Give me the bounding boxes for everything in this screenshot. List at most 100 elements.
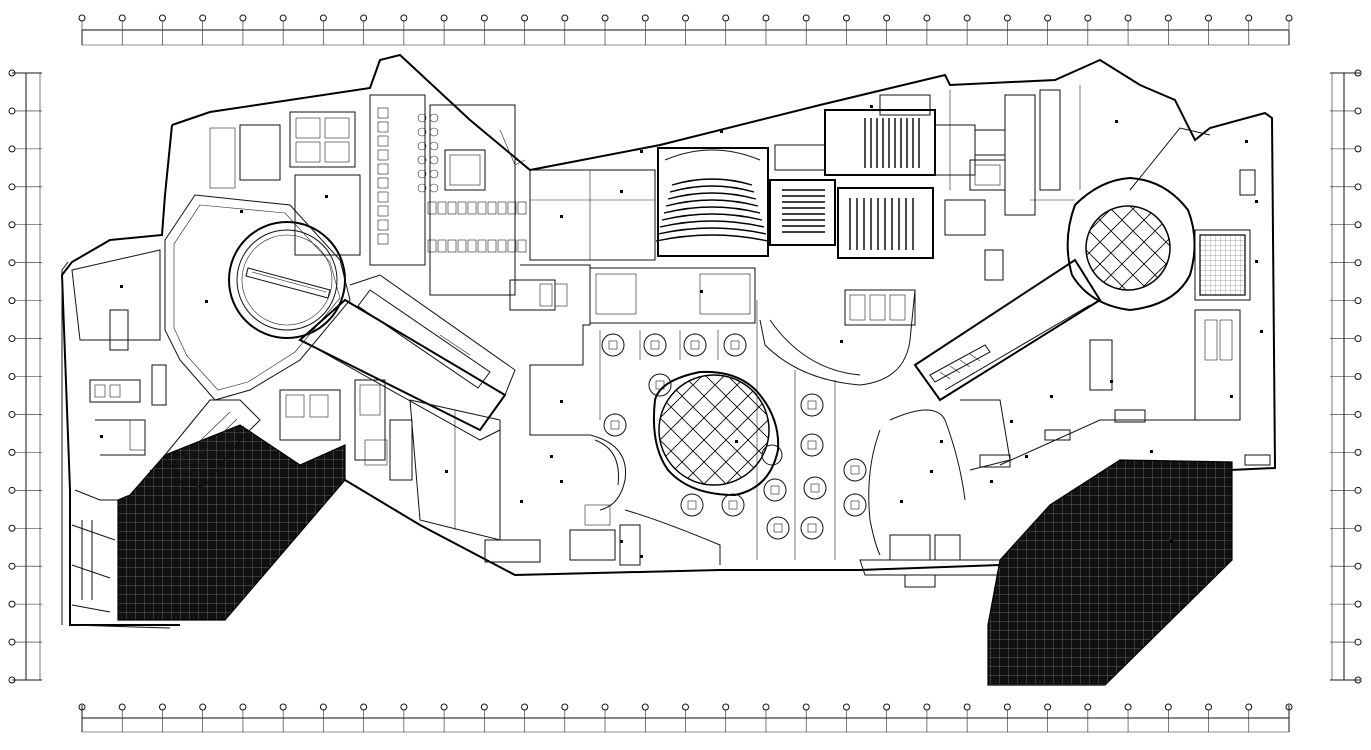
grid-bubble bbox=[1354, 410, 1362, 418]
grid-bubble bbox=[1354, 373, 1362, 380]
grid-bubble bbox=[1354, 221, 1362, 229]
grid-bubble bbox=[360, 14, 368, 22]
upper-left-fixture-grid bbox=[377, 107, 527, 253]
grid-bubble bbox=[1245, 703, 1253, 711]
grid-bubble bbox=[682, 703, 689, 711]
grid-bubble bbox=[1354, 259, 1362, 267]
grid-bubble bbox=[8, 638, 16, 646]
grid-bubble bbox=[601, 14, 609, 22]
left-rotunda bbox=[228, 221, 346, 339]
grid-bubble bbox=[682, 14, 689, 22]
right-diagonal-ramp bbox=[913, 258, 1195, 471]
grid-bubble bbox=[8, 259, 16, 267]
grid-bubble bbox=[842, 14, 850, 22]
grid-bubble bbox=[400, 703, 408, 711]
central-rooms bbox=[509, 169, 756, 436]
grid-bubble bbox=[923, 14, 931, 22]
grid-bubble bbox=[1084, 703, 1092, 711]
grid-bubble bbox=[8, 221, 16, 229]
grid-bubble bbox=[1354, 145, 1362, 153]
grid-bubble bbox=[360, 703, 368, 711]
grid-bubble bbox=[1354, 600, 1362, 608]
upper-left-rooms bbox=[209, 94, 526, 296]
bottom-grid-bubbles bbox=[78, 703, 1293, 732]
grid-bubble bbox=[118, 14, 126, 22]
right-rotunda bbox=[1066, 176, 1196, 312]
grid-bubble bbox=[8, 107, 16, 115]
grid-bubble bbox=[440, 703, 448, 711]
grid-bubble bbox=[802, 14, 810, 22]
grid-bubble bbox=[158, 14, 166, 22]
left-octagon-wall bbox=[164, 194, 351, 401]
grid-bubble bbox=[1245, 14, 1253, 22]
grid-bubble bbox=[601, 703, 609, 711]
grid-bubble bbox=[963, 14, 971, 22]
grid-bubble bbox=[762, 14, 770, 22]
grid-bubble bbox=[1354, 638, 1362, 646]
grid-bubble bbox=[521, 14, 529, 22]
top-grid-bubbles bbox=[78, 14, 1293, 45]
grid-bubble bbox=[1285, 14, 1293, 22]
grid-bubble bbox=[239, 703, 247, 711]
grid-bubble bbox=[883, 703, 891, 711]
grid-bubble bbox=[480, 14, 488, 22]
grid-bubble bbox=[762, 703, 770, 711]
grid-bubble bbox=[1205, 14, 1213, 22]
grid-bubble bbox=[279, 703, 287, 711]
building-outline bbox=[60, 53, 1277, 629]
grid-bubble bbox=[561, 14, 569, 22]
grid-bubble bbox=[923, 703, 931, 711]
grid-bubble bbox=[1354, 107, 1362, 115]
grid-bubble bbox=[1124, 14, 1132, 22]
grid-bubble bbox=[118, 703, 126, 711]
grid-bubble bbox=[1003, 703, 1011, 711]
grid-bubble bbox=[1354, 448, 1362, 456]
grid-bubble bbox=[1354, 335, 1362, 343]
grid-bubble bbox=[802, 703, 810, 711]
left-core-stairs bbox=[164, 379, 413, 491]
grid-bubble bbox=[883, 14, 891, 22]
grid-bubble bbox=[963, 703, 971, 711]
grid-bubble bbox=[641, 703, 649, 711]
grid-bubble bbox=[158, 703, 166, 711]
grid-bubble bbox=[8, 145, 16, 153]
upper-right-center-rooms bbox=[879, 89, 1061, 236]
grid-bubble bbox=[8, 335, 16, 343]
grid-bubble bbox=[1164, 703, 1172, 711]
grid-bubble bbox=[1044, 703, 1052, 711]
grid-bubble bbox=[1354, 562, 1362, 570]
grid-bubble bbox=[8, 600, 16, 608]
grid-bubble bbox=[1354, 486, 1362, 494]
grid-bubble bbox=[480, 703, 488, 711]
grid-bubble bbox=[1084, 14, 1092, 22]
grid-bubble bbox=[842, 703, 850, 711]
far-right-rooms bbox=[979, 85, 1271, 468]
grid-bubble bbox=[1354, 297, 1362, 305]
grid-bubble bbox=[1354, 183, 1362, 191]
grid-bubble bbox=[641, 14, 649, 22]
grid-bubble bbox=[1205, 703, 1213, 711]
grid-bubble bbox=[8, 297, 16, 305]
right-grid-bubbles bbox=[1330, 69, 1362, 684]
lower-central-rooms bbox=[409, 399, 641, 566]
grid-bubble bbox=[279, 14, 287, 22]
grid-bubble bbox=[8, 373, 16, 380]
grid-bubble bbox=[319, 14, 327, 22]
grid-bubble bbox=[561, 703, 569, 711]
grid-bubble bbox=[199, 703, 207, 711]
grid-bubble bbox=[1003, 14, 1011, 22]
grid-bubble bbox=[1354, 524, 1362, 532]
annotation-marks bbox=[100, 105, 1263, 558]
far-left-rooms bbox=[71, 249, 167, 456]
grid-bubble bbox=[8, 524, 16, 532]
cinema-auditorium bbox=[655, 147, 769, 257]
grid-bubble bbox=[239, 14, 247, 22]
grid-bubble bbox=[319, 703, 327, 711]
grid-bubble bbox=[8, 486, 16, 494]
central-dome bbox=[652, 370, 783, 497]
grid-bubble bbox=[8, 448, 16, 456]
grid-bubble bbox=[1044, 14, 1052, 22]
grid-bubble bbox=[8, 183, 16, 191]
grid-bubble bbox=[8, 562, 16, 570]
